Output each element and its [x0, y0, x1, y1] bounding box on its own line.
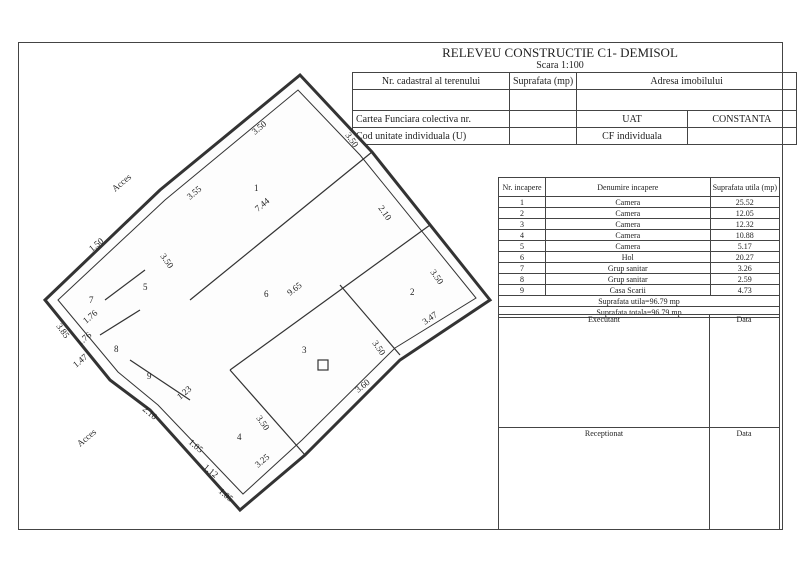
divider — [709, 427, 710, 529]
room-number: 3 — [302, 345, 307, 355]
room-number: 6 — [264, 289, 269, 299]
divider — [499, 427, 779, 428]
date-label: Data — [736, 429, 752, 438]
drawing-scale: Scara 1:100 — [536, 60, 584, 71]
room-number: 1 — [254, 183, 259, 193]
access-label: Acces — [75, 426, 99, 448]
room-number: 5 — [143, 282, 148, 292]
date-label: Data — [736, 315, 752, 324]
divider — [709, 315, 710, 427]
table-cell: 20.27 — [709, 251, 781, 263]
room-number: 7 — [89, 295, 94, 305]
room-number: 9 — [147, 371, 152, 381]
drawing-frame — [18, 42, 783, 530]
signature-block: Executant Data Receptionat Data — [498, 314, 780, 530]
room-number: 8 — [114, 344, 119, 354]
drawing-title: RELEVEU CONSTRUCTIE C1- DEMISOL — [442, 45, 678, 60]
dimension-label: 1.47 — [71, 351, 90, 369]
receptionat-label: Receptionat — [584, 429, 624, 438]
rooms-table: Nr. incapere Denumire incapere Suprafata… — [498, 177, 781, 318]
access-label: Acces — [110, 171, 134, 193]
room-number: 4 — [237, 432, 242, 442]
label: CF individuala — [576, 127, 688, 145]
room-number: 2 — [410, 287, 415, 297]
executant-label: Executant — [588, 315, 620, 324]
